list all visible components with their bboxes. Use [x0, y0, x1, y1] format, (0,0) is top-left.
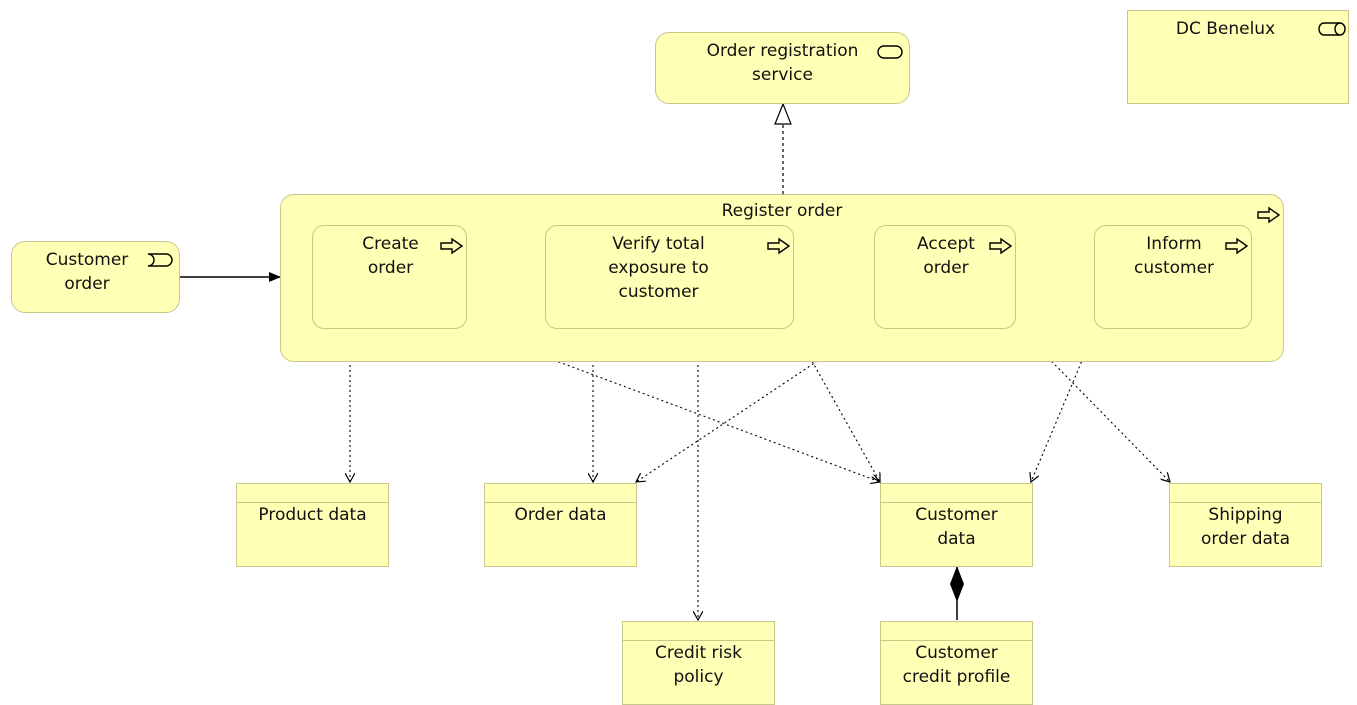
step-inform-customer[interactable]: Inform customer — [1094, 225, 1252, 329]
order-data-object[interactable]: Order data — [484, 483, 637, 567]
step-create-order[interactable]: Create order — [312, 225, 467, 329]
credit-risk-policy-object[interactable]: Credit risk policy — [622, 621, 775, 705]
product-data-object[interactable]: Product data — [236, 483, 389, 567]
shipping-order-data-object[interactable]: Shipping order data — [1169, 483, 1322, 567]
object-label: Customer data — [915, 505, 998, 549]
process-icon — [989, 237, 1013, 255]
business-event-icon — [147, 253, 173, 267]
object-header-line — [881, 502, 1032, 503]
process-icon — [1225, 237, 1249, 255]
dc-benelux-role[interactable]: DC Benelux — [1127, 10, 1349, 104]
object-header-line — [881, 640, 1032, 641]
object-label: Shipping order data — [1200, 505, 1291, 549]
role-label: DC Benelux — [1175, 19, 1276, 39]
object-label: Order data — [514, 505, 607, 525]
step-accept-order[interactable]: Accept order — [874, 225, 1016, 329]
process-icon — [440, 237, 464, 255]
event-label: Customer order — [45, 250, 129, 294]
order-registration-service[interactable]: Order registration service — [655, 32, 910, 104]
business-service-icon — [877, 45, 903, 59]
step-label: Inform customer — [1133, 234, 1215, 278]
object-header-line — [1170, 502, 1321, 503]
business-process-icon — [1257, 206, 1281, 224]
process-label: Register order — [721, 201, 843, 221]
customer-credit-profile-object[interactable]: Customer credit profile — [880, 621, 1033, 705]
object-label: Customer credit profile — [902, 643, 1011, 687]
process-icon — [767, 237, 791, 255]
object-header-line — [623, 640, 774, 641]
step-label: Accept order — [917, 234, 975, 278]
object-label: Product data — [258, 505, 367, 525]
step-label: Create order — [362, 234, 419, 278]
step-label: Verify total exposure to customer — [608, 234, 709, 302]
object-label: Credit risk policy — [655, 643, 742, 687]
object-header-line — [485, 502, 636, 503]
step-verify-exposure[interactable]: Verify total exposure to customer — [545, 225, 794, 329]
customer-order-event[interactable]: Customer order — [11, 241, 180, 313]
service-label: Order registration service — [706, 41, 859, 85]
business-role-icon — [1318, 22, 1346, 36]
customer-data-object[interactable]: Customer data — [880, 483, 1033, 567]
object-header-line — [237, 502, 388, 503]
